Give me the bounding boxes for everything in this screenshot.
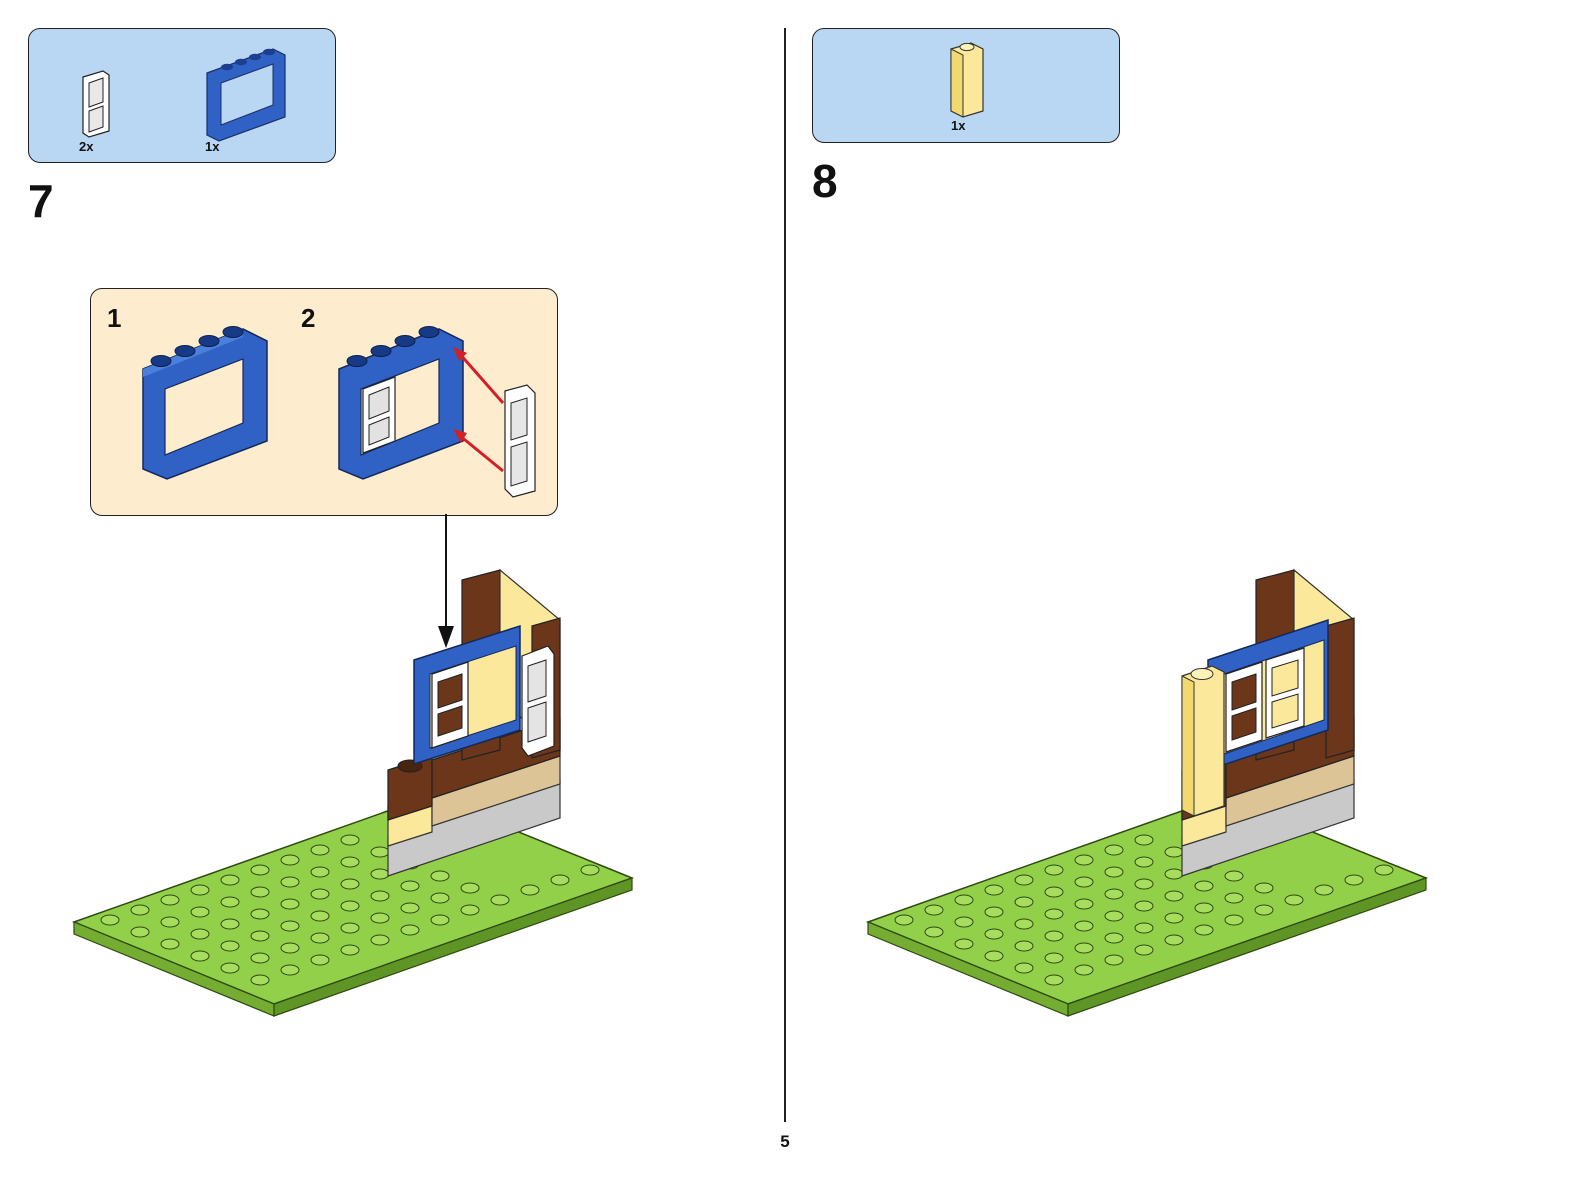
tall-brick-part-icon	[950, 42, 984, 118]
substep-number: 1	[107, 303, 122, 333]
page-divider	[784, 28, 786, 1122]
qty-window-shutter: 2x	[79, 139, 94, 154]
frame-with-shutter-illustration	[338, 326, 536, 498]
window-frame-illustration	[142, 326, 268, 480]
parts-list-step-8: 1x	[812, 28, 1120, 143]
callout-pointer-arrow	[438, 514, 454, 648]
model-step-8	[865, 568, 1429, 1017]
page-number: 5	[780, 1132, 790, 1151]
step-number: 8	[812, 155, 838, 207]
qty-tall-brick: 1x	[951, 118, 966, 133]
qty-window-frame: 1x	[205, 139, 220, 154]
window-shutter-part-icon	[82, 70, 110, 138]
substep-callout: 1 2	[90, 288, 558, 516]
substep-number: 2	[301, 303, 316, 333]
model-step-7	[71, 568, 635, 1017]
window-frame-part-icon	[206, 48, 286, 142]
baseplate-studs	[100, 834, 600, 986]
step-number: 7	[28, 175, 54, 227]
baseplate-studs	[894, 834, 1394, 986]
parts-list-step-7: 2x 1x	[28, 28, 336, 163]
